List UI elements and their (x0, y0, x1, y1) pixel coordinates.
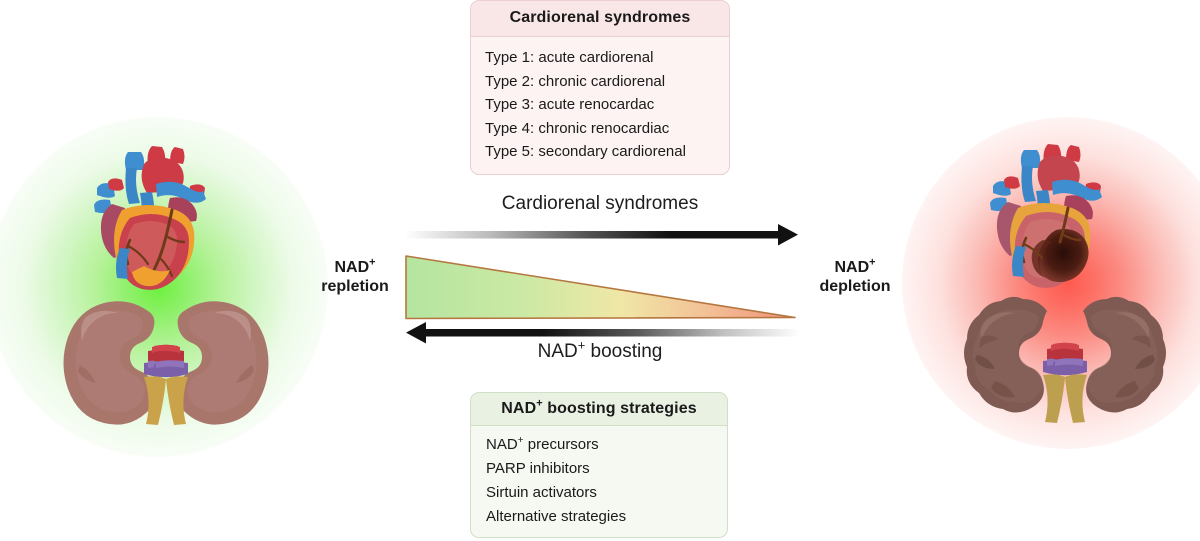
list-item: Type 1: acute cardiorenal (485, 49, 654, 66)
bottom-arrow-label: NAD+ boosting (390, 337, 810, 363)
nad-repletion-superscript: + (369, 256, 376, 269)
nad-depletion-label: NAD+ depletion (800, 256, 910, 296)
nad-repletion-label: NAD+ repletion (302, 256, 408, 296)
nad-boosting-strategies-box: NAD+ boosting strategies NAD+ precursors… (470, 392, 728, 538)
list-item: NAD+ precursors (486, 435, 727, 453)
list-item: Type 5: secondary cardiorenal (485, 143, 686, 160)
list-item: PARP inhibitors (486, 461, 727, 476)
strategies-header-rest: boosting strategies (542, 400, 697, 417)
strategies-header-superscript: + (536, 397, 543, 410)
list-item-text: Sirtuin activators (486, 484, 597, 501)
list-item-text: NAD (486, 436, 518, 453)
bottom-arrow-label-rest: boosting (585, 341, 663, 362)
healthy-heart-illustration (86, 140, 236, 290)
bottom-arrow-label-superscript: + (577, 337, 586, 353)
diseased-heart-illustration (982, 138, 1132, 288)
nad-depletion-superscript: + (869, 256, 876, 269)
nad-boosting-strategies-list: NAD+ precursors PARP inhibitors Sirtuin … (471, 426, 727, 524)
list-item: Alternative strategies (486, 509, 727, 524)
list-item: Type 4: chronic renocardiac (485, 119, 670, 137)
nad-repletion-nad: NAD (334, 259, 370, 276)
list-item-superscript: + (517, 435, 524, 446)
nad-repletion-word: repletion (321, 278, 389, 295)
nad-depletion-word: depletion (819, 278, 891, 295)
diseased-kidneys-illustration (955, 293, 1175, 428)
list-item-text: Alternative strategies (486, 508, 627, 525)
list-item: Type 2: chronic cardiorenal (485, 72, 666, 90)
nad-boosting-strategies-header: NAD+ boosting strategies (471, 393, 727, 426)
top-arrow-label: Cardiorenal syndromes (390, 193, 810, 215)
strategies-header-nad: NAD (501, 400, 537, 417)
cardiorenal-syndromes-box: Cardiorenal syndromes Type 1: acute card… (470, 0, 730, 175)
nad-depletion-nad: NAD (834, 259, 870, 276)
list-item-text: PARP inhibitors (486, 460, 590, 477)
cardiorenal-syndromes-list: Type 1: acute cardiorenal Type 2: chroni… (471, 37, 729, 159)
healthy-kidneys-illustration (56, 295, 276, 430)
axis-arrows-and-wedge (380, 215, 820, 345)
cardiorenal-syndromes-header: Cardiorenal syndromes (471, 1, 729, 37)
top-arrow-label-text: Cardiorenal syndromes (501, 193, 699, 214)
list-item: Type 3: acute renocardac (485, 96, 655, 113)
bottom-arrow-label-text: NAD (537, 341, 578, 362)
list-item: Sirtuin activators (486, 485, 727, 500)
list-item-rest: precursors (523, 436, 599, 453)
